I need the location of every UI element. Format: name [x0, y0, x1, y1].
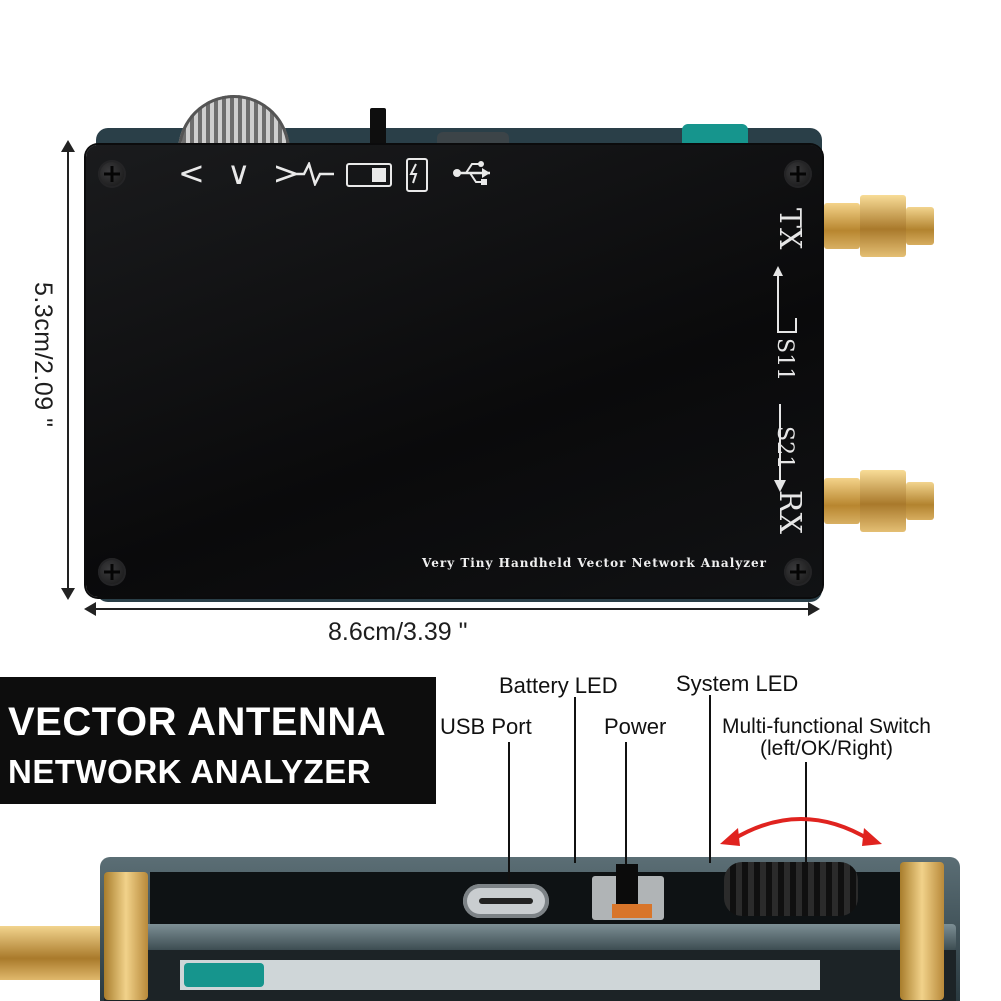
- s21-label: S21: [772, 426, 797, 470]
- usb-icon: [453, 161, 490, 185]
- usb-port-top: [437, 132, 509, 148]
- callout-multi-switch-sub: (left/OK/Right): [760, 737, 894, 760]
- standoff-right: [900, 862, 944, 1000]
- screw-icon: [98, 558, 126, 586]
- leader-multi-switch: [805, 762, 807, 864]
- callout-system-led: System LED: [676, 671, 799, 696]
- screw-icon: [784, 160, 812, 188]
- arrow-down-icon: [61, 588, 75, 600]
- title-banner: [0, 677, 436, 804]
- screw-icon: [98, 160, 126, 188]
- leader-battery-led: [574, 697, 576, 863]
- callout-battery-led: Battery LED: [499, 673, 618, 698]
- standoff-left: [104, 872, 148, 1000]
- title-line-2: NETWORK ANALYZER: [8, 753, 372, 790]
- leader-usb-port: [508, 742, 510, 884]
- leader-power: [625, 742, 627, 864]
- leader-system-led: [709, 695, 711, 863]
- power-switch-indicator: [612, 904, 652, 918]
- height-dimension-line: [67, 152, 69, 592]
- width-dimension-line: [94, 608, 814, 610]
- product-line-text: Very Tiny Handheld Vector Network Analyz…: [422, 556, 767, 570]
- power-switch-knob-side: [616, 864, 638, 908]
- sma-connector-side: [0, 926, 100, 980]
- charge-icon: [406, 158, 428, 192]
- height-dimension-text: 5.3cm/2.09 ": [29, 282, 57, 428]
- side-middle-plate: [104, 924, 956, 950]
- callout-power: Power: [604, 714, 667, 739]
- s11-loop-arrow-icon: [773, 266, 797, 333]
- title-line-1: VECTOR ANTENNA: [8, 700, 387, 744]
- arrow-up-icon: [61, 140, 75, 152]
- thumb-wheel-side: [724, 862, 858, 916]
- arrow-right-icon: [808, 602, 820, 616]
- screw-icon: [784, 558, 812, 586]
- teal-tab-side: [184, 963, 264, 987]
- callout-multi-switch: Multi-functional Switch: [722, 715, 931, 738]
- left-right-red-arrow-icon: [720, 817, 882, 846]
- rx-label: RX: [772, 490, 807, 534]
- s11-label: S11: [772, 338, 797, 382]
- pulse-icon: [292, 162, 334, 186]
- nav-arrows-icon: < ∨ >: [178, 154, 306, 192]
- usb-c-port: [463, 884, 549, 918]
- tx-label: TX: [772, 208, 807, 250]
- battery-toggle-icon: [346, 163, 392, 187]
- callout-usb-port: USB Port: [440, 714, 532, 739]
- s21-down-arrow-icon: [774, 404, 786, 492]
- width-dimension-text: 8.6cm/3.39 ": [328, 618, 468, 646]
- teal-tab: [682, 124, 748, 148]
- power-switch-knob: [370, 108, 386, 150]
- arrow-left-icon: [84, 602, 96, 616]
- device-front-panel: [86, 145, 822, 597]
- lcd-edge: [180, 960, 820, 990]
